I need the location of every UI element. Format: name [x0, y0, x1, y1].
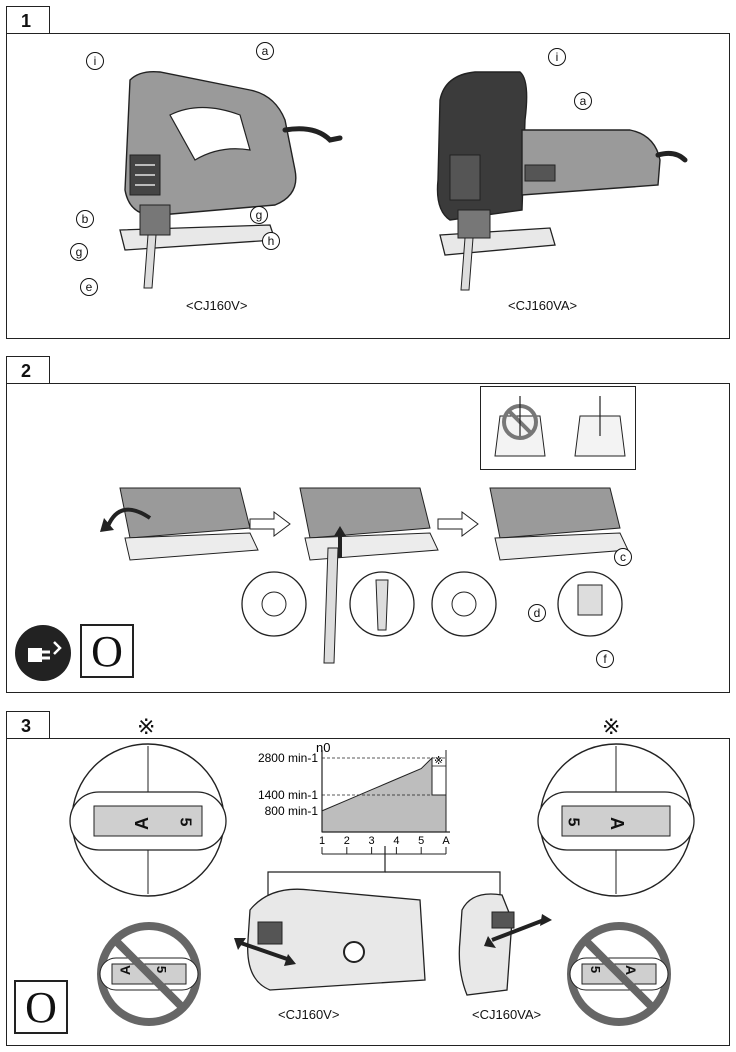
dial-right-5-label: 5: [564, 817, 582, 827]
note-mark-left: ※: [137, 714, 156, 739]
callout-c: c: [614, 548, 632, 566]
prohibited-left-5: 5: [154, 965, 170, 974]
section-3-panel: [6, 738, 730, 1046]
arrow-right-1: [249, 511, 291, 537]
note-mark-right: ※: [602, 714, 621, 739]
callout-g-left-1: g: [70, 243, 88, 261]
section-1-tab: 1: [6, 6, 50, 34]
dial-prohibited-right: [567, 922, 671, 1026]
speed-chart: 2800 min-1 1400 min-1 800 min-1 n0 ※ 1 2 3 4 5 A: [258, 740, 450, 855]
dial-left-5-label: 5: [176, 817, 194, 827]
prohibited-right-a: A: [623, 964, 640, 976]
callout-i-right: i: [548, 48, 566, 66]
switch-off-symbol-3: O: [14, 980, 68, 1034]
blade-orientation-inset: [480, 386, 636, 470]
y-tick-label-2800: 2800 min-1: [258, 751, 318, 765]
unplug-icon: [15, 625, 71, 681]
dial-prohibited-left: [97, 922, 201, 1026]
y-tick-label-800: 800 min-1: [265, 804, 319, 818]
detail-circles-step-3: [431, 571, 623, 637]
x-tick-label-A: A: [442, 835, 450, 847]
callout-a-right: a: [574, 92, 592, 110]
callout-i-left: i: [86, 52, 104, 70]
jigsaw-cj160v-illustration: [119, 70, 343, 289]
model-label-cj160va: <CJ160VA>: [508, 298, 578, 313]
switch-off-symbol-2: O: [80, 624, 134, 678]
callout-h-left: h: [262, 232, 280, 250]
callout-d: d: [528, 604, 546, 622]
x-tick-label-1: 1: [319, 835, 325, 847]
x-tick-label-4: 4: [393, 835, 399, 847]
section-2-panel: [6, 383, 730, 693]
blade-install-step-1: [100, 487, 259, 561]
model-label-3-cj160va: <CJ160VA>: [472, 1007, 542, 1022]
model-label-3-cj160v: <CJ160V>: [278, 1007, 340, 1022]
dial-right-a-label: A: [607, 817, 627, 830]
dial-magnified-left: [69, 743, 227, 897]
blade-install-step-3: [489, 487, 629, 561]
prohibited-left-a: A: [117, 964, 134, 976]
arrow-right-2: [437, 511, 479, 537]
callout-e-left: e: [80, 278, 98, 296]
jigsaw-rear-cj160va: [458, 893, 552, 996]
dial-left-a-label: A: [132, 817, 152, 830]
x-tick-label-2: 2: [344, 835, 350, 847]
section-1-panel: [6, 33, 730, 339]
callout-a-left: a: [256, 42, 274, 60]
x-tick-label-5: 5: [418, 835, 424, 847]
section-3-tab: 3: [6, 711, 50, 739]
y-axis-label: n0: [316, 740, 330, 755]
callout-b-left: b: [76, 210, 94, 228]
annotation-mark: ※: [434, 755, 443, 767]
callout-f: f: [596, 650, 614, 668]
detail-circles-step-2: [241, 571, 415, 637]
model-label-cj160v: <CJ160V>: [186, 298, 248, 313]
jigsaw-cj160va-illustration: [436, 71, 688, 291]
x-tick-label-3: 3: [369, 835, 375, 847]
section-2-tab: 2: [6, 356, 50, 384]
blade-install-step-2: [299, 487, 439, 664]
dial-magnified-right: [537, 743, 695, 897]
prohibited-right-5: 5: [588, 965, 604, 974]
jigsaw-rear-cj160v: [234, 888, 426, 991]
y-tick-label-1400: 1400 min-1: [258, 788, 318, 802]
callout-g-left-2: g: [250, 206, 268, 224]
